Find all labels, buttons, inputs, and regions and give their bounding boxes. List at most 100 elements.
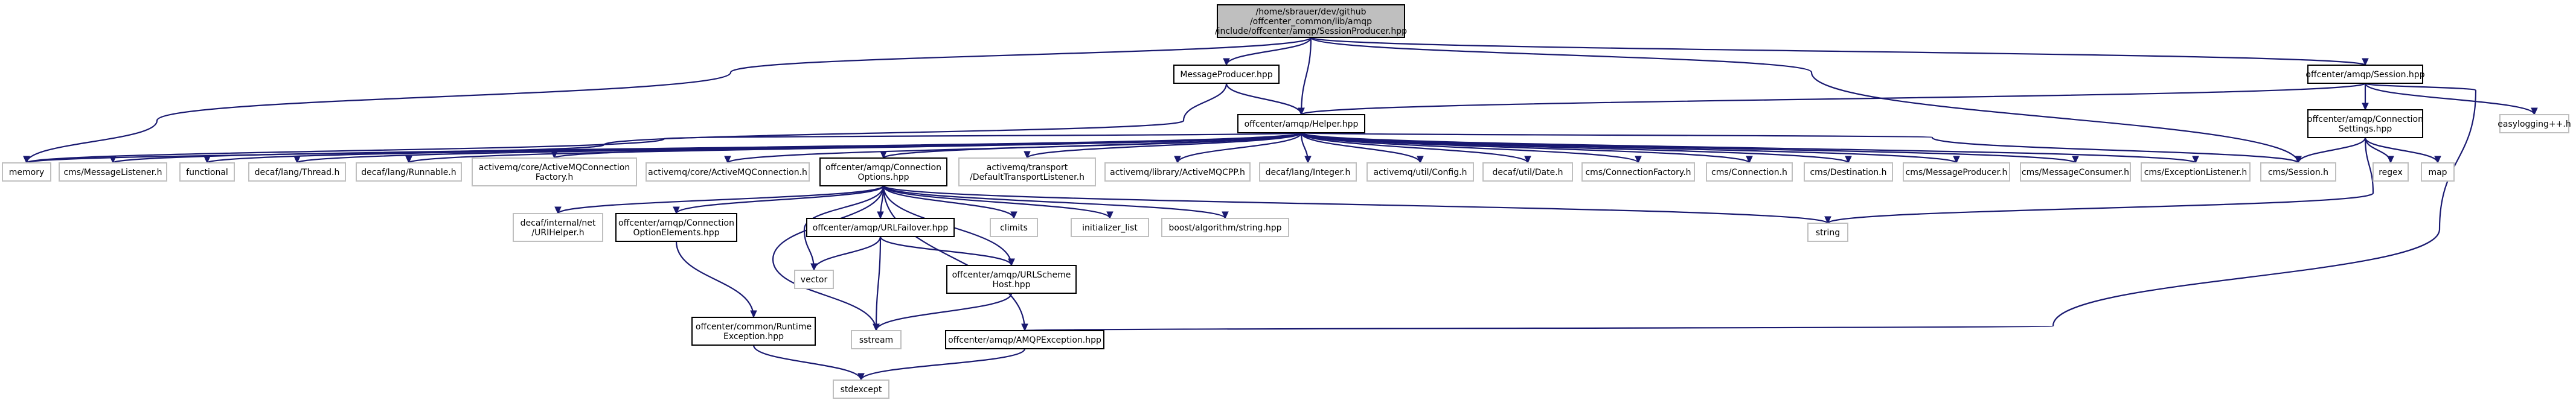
node-box bbox=[958, 157, 1096, 186]
node-climits: climits bbox=[990, 218, 1038, 237]
node-box bbox=[851, 330, 902, 349]
node-memory: memory bbox=[2, 162, 51, 182]
edge-arrowhead bbox=[1524, 156, 1531, 164]
node-label: /offcenter_common/lib/amqp bbox=[1250, 17, 1372, 27]
edge-line bbox=[675, 185, 885, 214]
node-regex: regex bbox=[2373, 162, 2409, 182]
edge-line bbox=[2364, 137, 2392, 163]
node-box bbox=[1581, 162, 1695, 182]
node-connoptelems[interactable]: offcenter/amqp/ConnectionOptionElements.… bbox=[615, 213, 737, 242]
edge-connoptions-to-climits bbox=[882, 185, 1017, 220]
edge-amqpexc-to-stdexcept bbox=[857, 348, 1026, 381]
node-label: /include/offcenter/amqp/SessionProducer.… bbox=[1215, 27, 1407, 36]
edge-arrowhead bbox=[673, 206, 680, 215]
node-label: easylogging++.h bbox=[2498, 119, 2571, 129]
node-label: activemq/library/ActiveMQCPP.h bbox=[1110, 168, 1245, 177]
node-label: decaf/lang/Thread.h bbox=[255, 168, 340, 177]
edge-arrowhead bbox=[1223, 58, 1230, 66]
edge-line bbox=[875, 293, 1013, 331]
node-map: map bbox=[2421, 162, 2455, 182]
node-integer: decaf/lang/Integer.h bbox=[1259, 162, 1357, 182]
node-label: offcenter/amqp/Helper.hpp bbox=[1245, 119, 1359, 129]
node-session[interactable]: offcenter/amqp/Session.hpp bbox=[2305, 65, 2425, 84]
node-box bbox=[1217, 4, 1405, 38]
node-label: climits bbox=[1000, 223, 1028, 233]
node-cmssession: cms/Session.h bbox=[2260, 162, 2336, 182]
node-msgprod[interactable]: MessageProducer.hpp bbox=[1173, 65, 1280, 84]
node-helper[interactable]: offcenter/amqp/Helper.hpp bbox=[1237, 114, 1365, 133]
node-label: Options.hpp bbox=[857, 173, 909, 182]
node-config: activemq/util/Config.h bbox=[1366, 162, 1474, 182]
node-box bbox=[2421, 162, 2455, 182]
node-box bbox=[1259, 162, 1357, 182]
node-box bbox=[2499, 114, 2569, 133]
node-transport: activemq/transport/DefaultTransportListe… bbox=[958, 157, 1096, 186]
edge-line bbox=[1026, 132, 1302, 159]
node-label: stdexcept bbox=[841, 385, 882, 395]
node-box bbox=[179, 162, 235, 182]
edge-line bbox=[1300, 132, 2197, 164]
edge-arrowhead bbox=[2362, 58, 2369, 66]
node-box bbox=[2260, 162, 2336, 182]
edge-arrowhead bbox=[203, 156, 211, 164]
node-label: Host.hpp bbox=[993, 280, 1031, 290]
edge-connoptelems-to-runtimeexc bbox=[675, 241, 757, 319]
edge-connoptions-to-connoptelems bbox=[673, 185, 885, 215]
node-label: vector bbox=[801, 275, 828, 285]
node-urlfailover[interactable]: offcenter/amqp/URLFailover.hpp bbox=[806, 218, 955, 237]
node-amqpexc[interactable]: offcenter/amqp/AMQPException.hpp bbox=[945, 330, 1104, 349]
edge-line bbox=[879, 236, 1013, 266]
edge-line bbox=[882, 185, 1226, 220]
edge-arrowhead bbox=[873, 323, 880, 332]
edge-helper-to-integer bbox=[1300, 132, 1312, 164]
node-box bbox=[248, 162, 346, 182]
edge-urlfailover-to-urlscheme bbox=[879, 236, 1015, 267]
edges-layer bbox=[23, 36, 2538, 381]
node-label: /DefaultTransportListener.h bbox=[970, 173, 1085, 182]
node-cmsmsgprod: cms/MessageProducer.h bbox=[1903, 162, 2010, 182]
edge-arrowhead bbox=[2531, 107, 2538, 116]
node-label: activemq/util/Config.h bbox=[1374, 168, 1467, 177]
node-label: cms/ExceptionListener.h bbox=[2144, 168, 2248, 177]
edge-arrowhead bbox=[880, 151, 887, 159]
edge-helper-to-cmsexclistener bbox=[1300, 132, 2199, 164]
edge-connoptions-to-initlist bbox=[882, 185, 1113, 220]
node-box bbox=[646, 162, 810, 182]
edge-arrowhead bbox=[551, 151, 558, 159]
edge-arrowhead bbox=[2434, 156, 2441, 164]
edge-line bbox=[882, 185, 1829, 224]
edge-helper-to-amqconnfactory bbox=[551, 132, 1302, 159]
node-label: decaf/util/Date.h bbox=[1492, 168, 1563, 177]
node-label: offcenter/amqp/URLScheme bbox=[952, 270, 1071, 280]
node-box bbox=[1807, 223, 1848, 242]
edge-helper-to-date bbox=[1300, 132, 1531, 164]
edge-connsettings-to-regex bbox=[2364, 137, 2394, 164]
edge-arrowhead bbox=[1010, 211, 1017, 220]
node-box bbox=[946, 265, 1077, 294]
node-box bbox=[833, 379, 889, 399]
node-label: cms/MessageProducer.h bbox=[1906, 168, 2008, 177]
edge-line bbox=[25, 132, 1302, 164]
edge-connsettings-to-cmssession bbox=[2295, 137, 2366, 164]
edge-line bbox=[752, 344, 862, 381]
node-box bbox=[990, 218, 1038, 237]
node-box bbox=[2141, 162, 2251, 182]
node-cmsconnfactory: cms/ConnectionFactory.h bbox=[1581, 162, 1695, 182]
edge-session-to-easylogging bbox=[2364, 83, 2538, 116]
node-label: offcenter/amqp/Connection bbox=[2307, 115, 2423, 124]
node-box bbox=[1366, 162, 1474, 182]
node-label: functional bbox=[186, 168, 228, 177]
node-label: offcenter/amqp/URLFailover.hpp bbox=[813, 223, 949, 233]
edge-connoptions-to-urihelper bbox=[554, 185, 885, 215]
node-label: string bbox=[1816, 228, 1840, 238]
edge-line bbox=[1300, 82, 2366, 116]
edge-line bbox=[1024, 82, 2477, 332]
node-cmsdest: cms/Destination.h bbox=[1804, 162, 1893, 182]
edge-line bbox=[1225, 83, 1302, 115]
node-root[interactable]: /home/sbrauer/dev/github/offcenter_commo… bbox=[1215, 4, 1407, 38]
edge-arrowhead bbox=[1824, 216, 1831, 224]
